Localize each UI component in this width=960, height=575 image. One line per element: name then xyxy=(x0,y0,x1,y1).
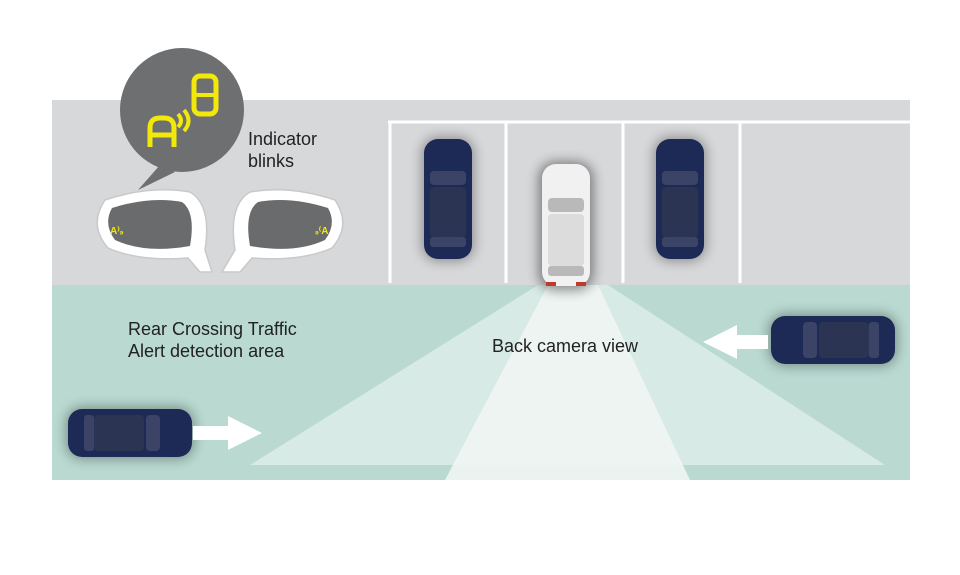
blind-spot-warning-icon xyxy=(147,73,219,147)
parking-lines xyxy=(388,120,910,283)
right-mirror-icon: ₔ⁽A xyxy=(220,189,344,273)
detection-area-label: Rear Crossing Traffic Alert detection ar… xyxy=(128,318,297,362)
detection-label-line1: Rear Crossing Traffic xyxy=(128,319,297,339)
svg-text:A⁾ₔ: A⁾ₔ xyxy=(110,226,124,237)
reversing-car-white xyxy=(539,162,593,290)
indicator-label-line2: blinks xyxy=(248,151,295,171)
indicator-label: Indicator blinks xyxy=(248,128,317,172)
indicator-label-line1: Indicator xyxy=(248,129,318,149)
crossing-car-left xyxy=(66,407,194,459)
arrow-left-icon xyxy=(703,325,768,359)
parked-car-right xyxy=(654,137,706,261)
crossing-car-right xyxy=(769,314,897,366)
detection-label-line2: Alert detection area xyxy=(128,341,285,361)
left-mirror-icon: A⁾ₔ xyxy=(96,189,214,273)
camera-view-narrow-cone xyxy=(445,285,690,480)
svg-text:ₔ⁽A: ₔ⁽A xyxy=(315,226,328,237)
parked-car-left xyxy=(422,137,474,261)
arrow-right-icon xyxy=(193,416,262,450)
camera-view-label: Back camera view xyxy=(492,336,639,356)
